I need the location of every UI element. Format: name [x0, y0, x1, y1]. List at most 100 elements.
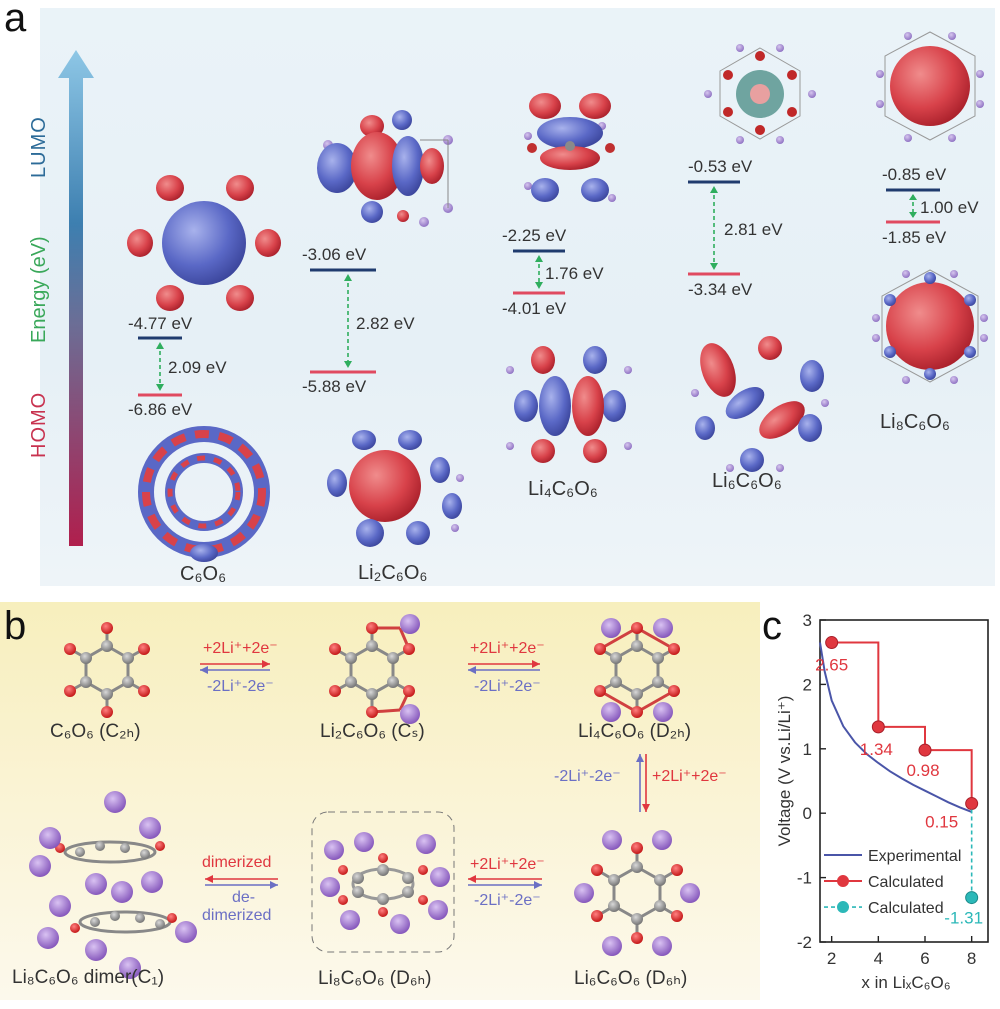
rxn-forward-3: +2Li⁺+2e⁻	[652, 768, 727, 785]
li6c6o6-homo-orbital	[691, 336, 829, 472]
li8c6o6-molecule	[320, 832, 450, 934]
panel-b-letter: b	[4, 604, 27, 648]
li8c6o6-homo-energy: -1.85 eV	[882, 228, 947, 247]
panel-c-letter: c	[762, 604, 782, 648]
li4c6o6-lumo-energy: -2.25 eV	[502, 226, 567, 245]
li8c6o6-name: Li₈C₆O₆	[880, 411, 950, 433]
c6o6-molecule	[64, 622, 150, 718]
li8c6o6-d6h-label: Li₈C₆O₆ (D₆ₕ)	[318, 968, 432, 989]
c6o6-gap: 2.09 eV	[168, 358, 227, 377]
rxn-reverse-1: -2Li⁺-2e⁻	[207, 678, 274, 695]
legend-label: Calculated	[868, 900, 944, 917]
x-axis-label: x in LiₓC₆O₆	[861, 973, 950, 992]
rxn-forward-1: +2Li⁺+2e⁻	[203, 640, 278, 657]
li6c6o6-molecule	[574, 830, 700, 956]
plot-frame	[819, 619, 989, 943]
calculated-point	[871, 720, 885, 734]
energy-levels	[138, 180, 940, 397]
reaction-scheme	[29, 614, 700, 979]
dimerized-label: dimerized	[202, 854, 272, 871]
panel-a-letter: a	[4, 0, 27, 40]
c6o6-lumo-energy: -4.77 eV	[128, 314, 193, 333]
li6c6o6-lumo-structure	[704, 44, 816, 144]
y-tick-label: 0	[803, 804, 812, 823]
legend-calculated-marker	[837, 875, 849, 888]
li2c6o6-gap: 2.82 eV	[356, 314, 415, 333]
legend-label: Calculated	[868, 874, 944, 891]
li4c6o6-d2h-label: Li₄C₆O₆ (D₂ₕ)	[578, 721, 692, 742]
li2c6o6-cs-label: Li₂C₆O₆ (Cₛ)	[320, 721, 425, 742]
c6o6-homo-orbital	[138, 426, 270, 562]
li8c6o6-dimer-label: Li₈C₆O₆ dimer(C₁)	[12, 967, 165, 988]
dedimerized-label-1: de-	[232, 889, 256, 906]
li6c6o6-name: Li₆C₆O₆	[712, 470, 782, 492]
panel-b: +2Li⁺+2e⁻ -2Li⁺-2e⁻ +2Li⁺+2e⁻ -2Li⁺-2e⁻ …	[0, 602, 760, 1000]
li4c6o6-molecule	[594, 618, 680, 722]
li8c6o6-dashed-box	[311, 811, 455, 953]
y-tick-label: -2	[797, 933, 812, 952]
y-ticks: -2 -1 0 1 2 3	[797, 611, 826, 952]
li6c6o6-homo-energy: -3.34 eV	[688, 280, 753, 299]
experimental-curve	[819, 642, 973, 813]
li8c6o6-lumo-orbital	[876, 31, 984, 142]
li4c6o6-gap: 1.76 eV	[545, 264, 604, 283]
li4c6o6-homo-orbital	[506, 346, 632, 463]
x-tick-label: 4	[874, 949, 883, 968]
c6o6-lumo-orbital	[127, 175, 281, 311]
c6o6-homo-energy: -6.86 eV	[128, 400, 193, 419]
y-axis-label: Voltage (V vs.Li/Li⁺)	[775, 696, 794, 847]
li2c6o6-homo-energy: -5.88 eV	[302, 377, 367, 396]
energy-axis-arrow	[58, 50, 94, 546]
x-ticks: 2 4 6 8	[827, 936, 976, 968]
li6c6o6-lumo-energy: -0.53 eV	[688, 157, 753, 176]
rxn-forward-2: +2Li⁺+2e⁻	[470, 640, 545, 657]
calculated-point	[918, 743, 932, 757]
calculated-point	[825, 636, 839, 650]
li8c6o6-lumo-energy: -0.85 eV	[882, 165, 947, 184]
legend-label: Experimental	[868, 848, 961, 865]
dimer-calculated-point	[965, 891, 979, 905]
li8c6o6-gap: 1.00 eV	[920, 198, 979, 217]
panel-c: -2 -1 0 1 2 3 2 4 6 8 2.65 1.34 0.98 0.15 -1.31 Expe…	[760, 602, 1000, 1004]
li8c6o6-dimer-molecule	[29, 791, 197, 979]
li4c6o6-homo-energy: -4.01 eV	[502, 299, 567, 318]
x-tick-label: 2	[827, 949, 836, 968]
dedimerized-label-2: dimerized	[202, 907, 272, 924]
calculated-point	[965, 797, 979, 811]
rxn-forward-4: +2Li⁺+2e⁻	[470, 856, 545, 873]
li2c6o6-homo-orbital	[327, 430, 464, 547]
c6o6-c2h-label: C₆O₆ (C₂ₕ)	[50, 721, 141, 742]
dimer-value-label: -1.31	[944, 909, 983, 928]
li4c6o6-name: Li₄C₆O₆	[528, 478, 598, 500]
y-tick-label: 3	[803, 611, 812, 630]
level-arrowheads	[156, 186, 917, 391]
y-tick-label: 2	[803, 675, 812, 694]
calculated-step-line	[831, 641, 973, 804]
li2c6o6-name: Li₂C₆O₆	[358, 562, 428, 584]
calculated-value-label: 2.65	[815, 656, 848, 675]
li6c6o6-d6h-label: Li₆C₆O₆ (D₆ₕ)	[574, 968, 688, 989]
li2c6o6-lumo-orbital	[317, 110, 453, 227]
x-tick-label: 8	[967, 949, 976, 968]
li4c6o6-lumo-orbital	[524, 93, 616, 202]
x-tick-label: 6	[920, 949, 929, 968]
c6o6-name: C₆O₆	[180, 563, 227, 585]
li2c6o6-lumo-energy: -3.06 eV	[302, 245, 367, 264]
reaction-arrows	[200, 660, 650, 889]
legend-dimer-marker	[837, 901, 849, 914]
calculated-value-label: 1.34	[860, 740, 893, 759]
rxn-reverse-4: -2Li⁺-2e⁻	[474, 892, 541, 909]
calculated-value-label: 0.98	[906, 761, 939, 780]
panel-a: LUMO Energy (eV) HOMO	[28, 8, 995, 586]
li2c6o6-molecule	[329, 614, 420, 724]
chart-series: 2.65 1.34 0.98 0.15 -1.31	[815, 636, 983, 928]
y-tick-label: -1	[797, 869, 812, 888]
rxn-reverse-3: -2Li⁺-2e⁻	[554, 768, 621, 785]
rxn-reverse-2: -2Li⁺-2e⁻	[474, 678, 541, 695]
calculated-value-label: 0.15	[925, 813, 958, 832]
y-tick-label: 1	[803, 740, 812, 759]
voltage-chart: -2 -1 0 1 2 3 2 4 6 8 2.65 1.34 0.98 0.15 -1.31 Expe…	[775, 611, 989, 992]
li6c6o6-gap: 2.81 eV	[724, 220, 783, 239]
li8c6o6-homo-orbital	[872, 269, 988, 384]
